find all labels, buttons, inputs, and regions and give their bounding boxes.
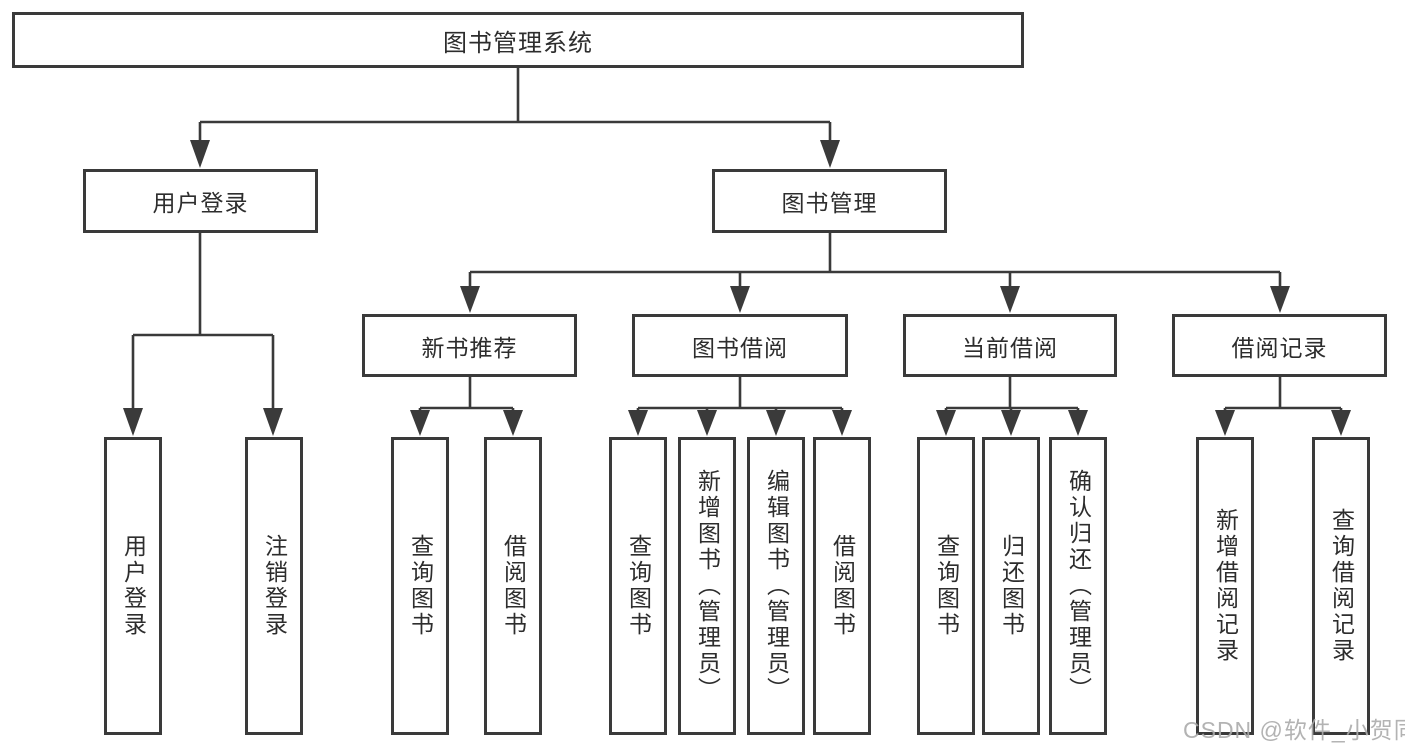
- node-new-book-recommend-label: 新书推荐: [421, 334, 518, 361]
- leaf-add-borrow-record-label: 新增借阅记录: [1212, 508, 1239, 664]
- leaf-return-books-label: 归还图书: [998, 534, 1025, 638]
- leaf-add-book-admin-label: 新增图书（管理员）: [694, 469, 721, 703]
- leaf-return-books: 归还图书: [982, 437, 1040, 735]
- node-root-label: 图书管理系统: [443, 29, 593, 57]
- node-book-borrowing-label: 图书借阅: [692, 334, 788, 361]
- node-root: 图书管理系统: [12, 12, 1024, 68]
- leaf-query-borrow-record-label: 查询借阅记录: [1328, 508, 1355, 664]
- leaf-confirm-return-admin: 确认归还（管理员）: [1049, 437, 1107, 735]
- leaf-logout: 注销登录: [245, 437, 303, 735]
- leaf-user-login: 用户登录: [104, 437, 162, 735]
- leaf-query-borrow-record: 查询借阅记录: [1312, 437, 1370, 735]
- leaf-edit-book-admin: 编辑图书（管理员）: [747, 437, 805, 735]
- node-borrowing-records-label: 借阅记录: [1231, 334, 1328, 361]
- node-current-borrowing-label: 当前借阅: [962, 334, 1058, 361]
- node-new-book-recommend: 新书推荐: [362, 314, 577, 377]
- leaf-borrow-books: 借阅图书: [813, 437, 871, 735]
- leaf-query-books-borrowing-label: 查询图书: [625, 534, 652, 638]
- connector-book-management-to-groups: [460, 233, 1290, 313]
- node-user-login: 用户登录: [83, 169, 318, 233]
- node-borrowing-records: 借阅记录: [1172, 314, 1387, 377]
- node-current-borrowing: 当前借阅: [903, 314, 1117, 377]
- leaf-borrow-books-label: 借阅图书: [829, 534, 856, 638]
- connector-groups-to-leaves: [410, 377, 1351, 436]
- node-user-login-label: 用户登录: [152, 190, 249, 216]
- leaf-user-login-label: 用户登录: [120, 534, 147, 638]
- connector-user-login-to-leaves: [123, 233, 283, 436]
- leaf-query-books-recommend-label: 查询图书: [407, 534, 434, 638]
- leaf-borrow-books-recommend: 借阅图书: [484, 437, 542, 735]
- leaf-add-book-admin: 新增图书（管理员）: [678, 437, 736, 735]
- leaf-query-books-borrowing: 查询图书: [609, 437, 667, 735]
- leaf-query-books-recommend: 查询图书: [391, 437, 449, 735]
- leaf-borrow-books-recommend-label: 借阅图书: [500, 534, 527, 638]
- connector-root-to-level2: [190, 68, 840, 168]
- leaf-confirm-return-admin-label: 确认归还（管理员）: [1065, 469, 1092, 703]
- leaf-query-books-current: 查询图书: [917, 437, 975, 735]
- leaf-add-borrow-record: 新增借阅记录: [1196, 437, 1254, 735]
- leaf-logout-label: 注销登录: [261, 534, 288, 638]
- leaf-query-books-current-label: 查询图书: [933, 534, 960, 638]
- node-book-management: 图书管理: [712, 169, 947, 233]
- node-book-borrowing: 图书借阅: [632, 314, 848, 377]
- leaf-edit-book-admin-label: 编辑图书（管理员）: [763, 469, 790, 703]
- node-book-management-label: 图书管理: [781, 190, 878, 216]
